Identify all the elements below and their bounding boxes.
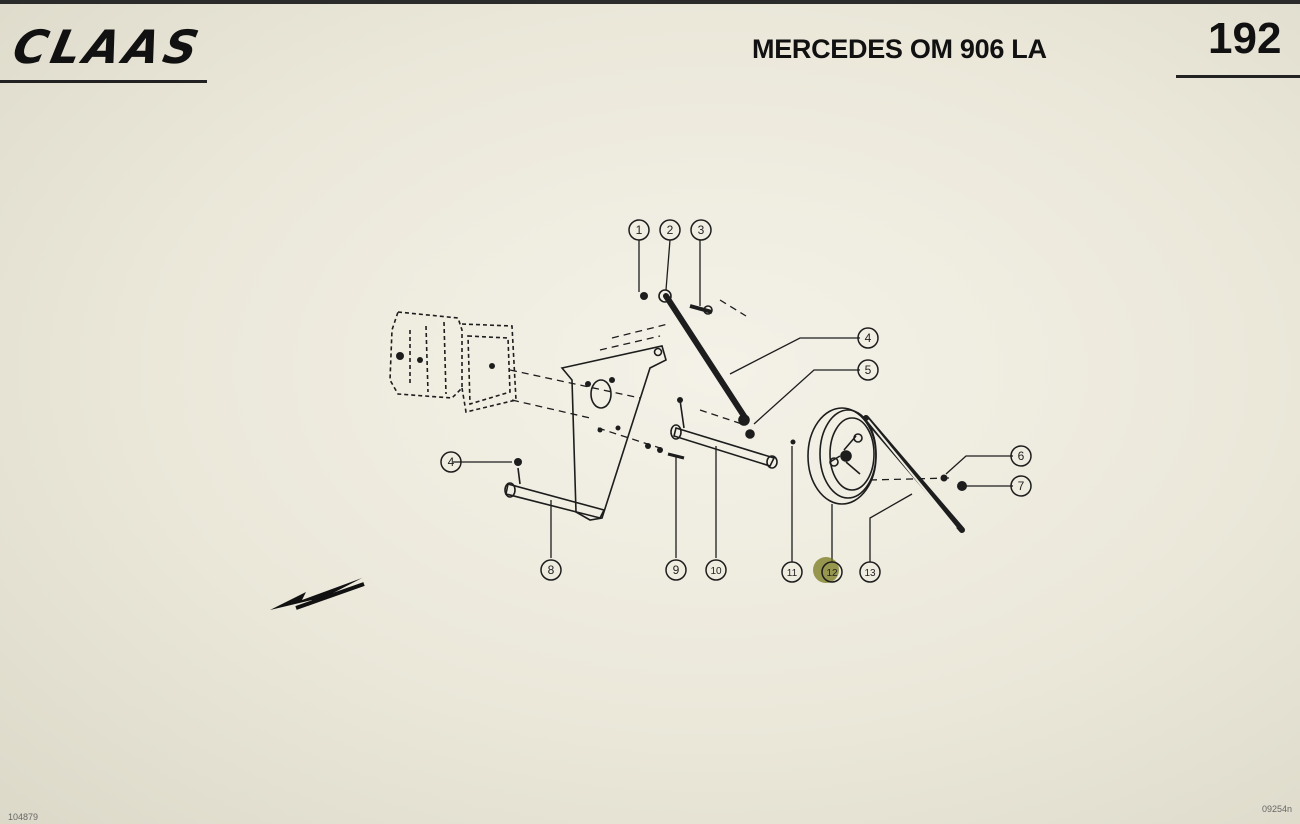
svg-text:2: 2 (667, 223, 674, 237)
shaft-part-10 (670, 397, 778, 469)
callout-2: 2 (659, 219, 681, 241)
top-border (0, 0, 1300, 4)
direction-arrow (270, 578, 365, 610)
callout-9: 9 (665, 559, 687, 581)
svg-text:1: 1 (636, 223, 643, 237)
svg-text:11: 11 (787, 568, 798, 579)
callout-1: 1 (628, 219, 650, 241)
callout-labels: 1 2 3 4 5 4 6 7 8 9 10 11 12 13 (440, 219, 1032, 583)
page-number: 192 (1208, 14, 1282, 63)
svg-text:4: 4 (865, 331, 872, 345)
callout-3: 3 (690, 219, 712, 241)
page-number-underline (1176, 75, 1300, 78)
footer-right-code: 09254n (1261, 804, 1292, 814)
bracket-plate (560, 345, 667, 521)
callout-5: 5 (857, 359, 879, 381)
callout-13: 13 (859, 561, 881, 583)
engine-block (389, 311, 517, 413)
washers-part-9 (645, 443, 685, 460)
callout-7: 7 (1010, 475, 1032, 497)
svg-text:10: 10 (710, 566, 722, 577)
callout-8: 8 (540, 559, 562, 581)
callout-4-left: 4 (440, 451, 462, 473)
callout-11: 11 (781, 561, 803, 583)
logo-underline (0, 80, 207, 83)
svg-text:9: 9 (673, 563, 680, 577)
shaft-part-8 (504, 458, 606, 519)
callout-10: 10 (705, 559, 727, 581)
svg-text:7: 7 (1018, 479, 1025, 493)
callout-4-top: 4 (857, 327, 879, 349)
washer-part-11 (790, 439, 796, 445)
highlight-marker (813, 557, 839, 583)
pulley-part-12 (807, 407, 877, 505)
svg-text:4: 4 (448, 455, 455, 469)
page-title: MERCEDES OM 906 LA (752, 34, 1047, 64)
footer-left-code: 104879 (8, 812, 39, 822)
v-belt-part-13 (863, 415, 965, 533)
callout-12: 12 (821, 561, 843, 583)
svg-text:5: 5 (865, 363, 872, 377)
svg-text:3: 3 (698, 223, 705, 237)
callout-6: 6 (1010, 445, 1032, 467)
svg-text:8: 8 (548, 563, 555, 577)
svg-text:6: 6 (1018, 449, 1025, 463)
nut-part-6 (940, 474, 948, 482)
leader-lines (453, 239, 1013, 562)
bolt-part-7 (957, 481, 967, 491)
svg-text:13: 13 (864, 568, 876, 579)
adjustment-rod (640, 289, 755, 439)
svg-text:12: 12 (826, 568, 838, 579)
